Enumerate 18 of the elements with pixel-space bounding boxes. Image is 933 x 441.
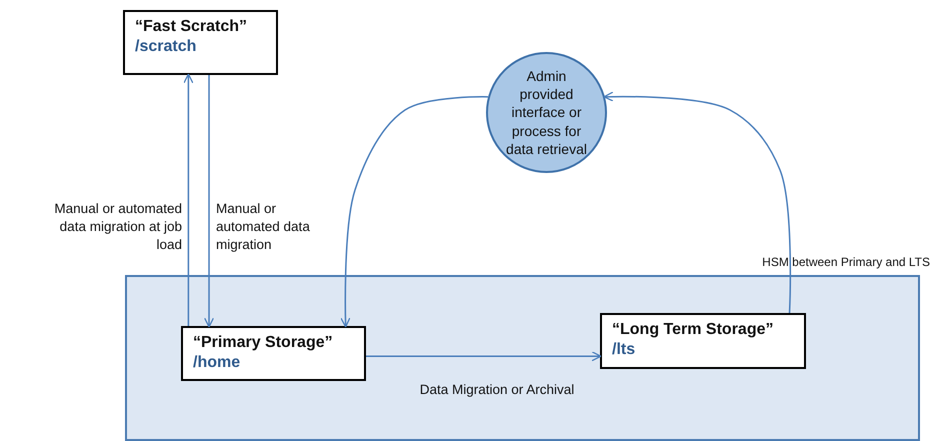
edge-label: Manual or automated data migration [215,200,311,254]
path-label: /lts [612,341,636,359]
storage-box [181,326,366,381]
arrow [204,75,214,328]
arrow [603,92,792,314]
storage-name: “Long Term Storage” [612,321,774,339]
edge-label: Manual or automated data migration at job load [53,200,183,254]
storage-box [600,313,806,369]
process-text: Admin provided interface or process for data retrieval [505,67,588,158]
arrow [183,73,194,326]
area-heading: HSM between Primary and LTS [762,255,930,269]
storage-name: “Primary Storage” [193,334,334,352]
storage-name: “Fast Scratch” [135,18,248,36]
storage-box [123,10,278,75]
arrow [340,96,488,328]
arrow [366,351,602,362]
path-label: /scratch [135,38,198,56]
path-label: /home [193,354,242,372]
